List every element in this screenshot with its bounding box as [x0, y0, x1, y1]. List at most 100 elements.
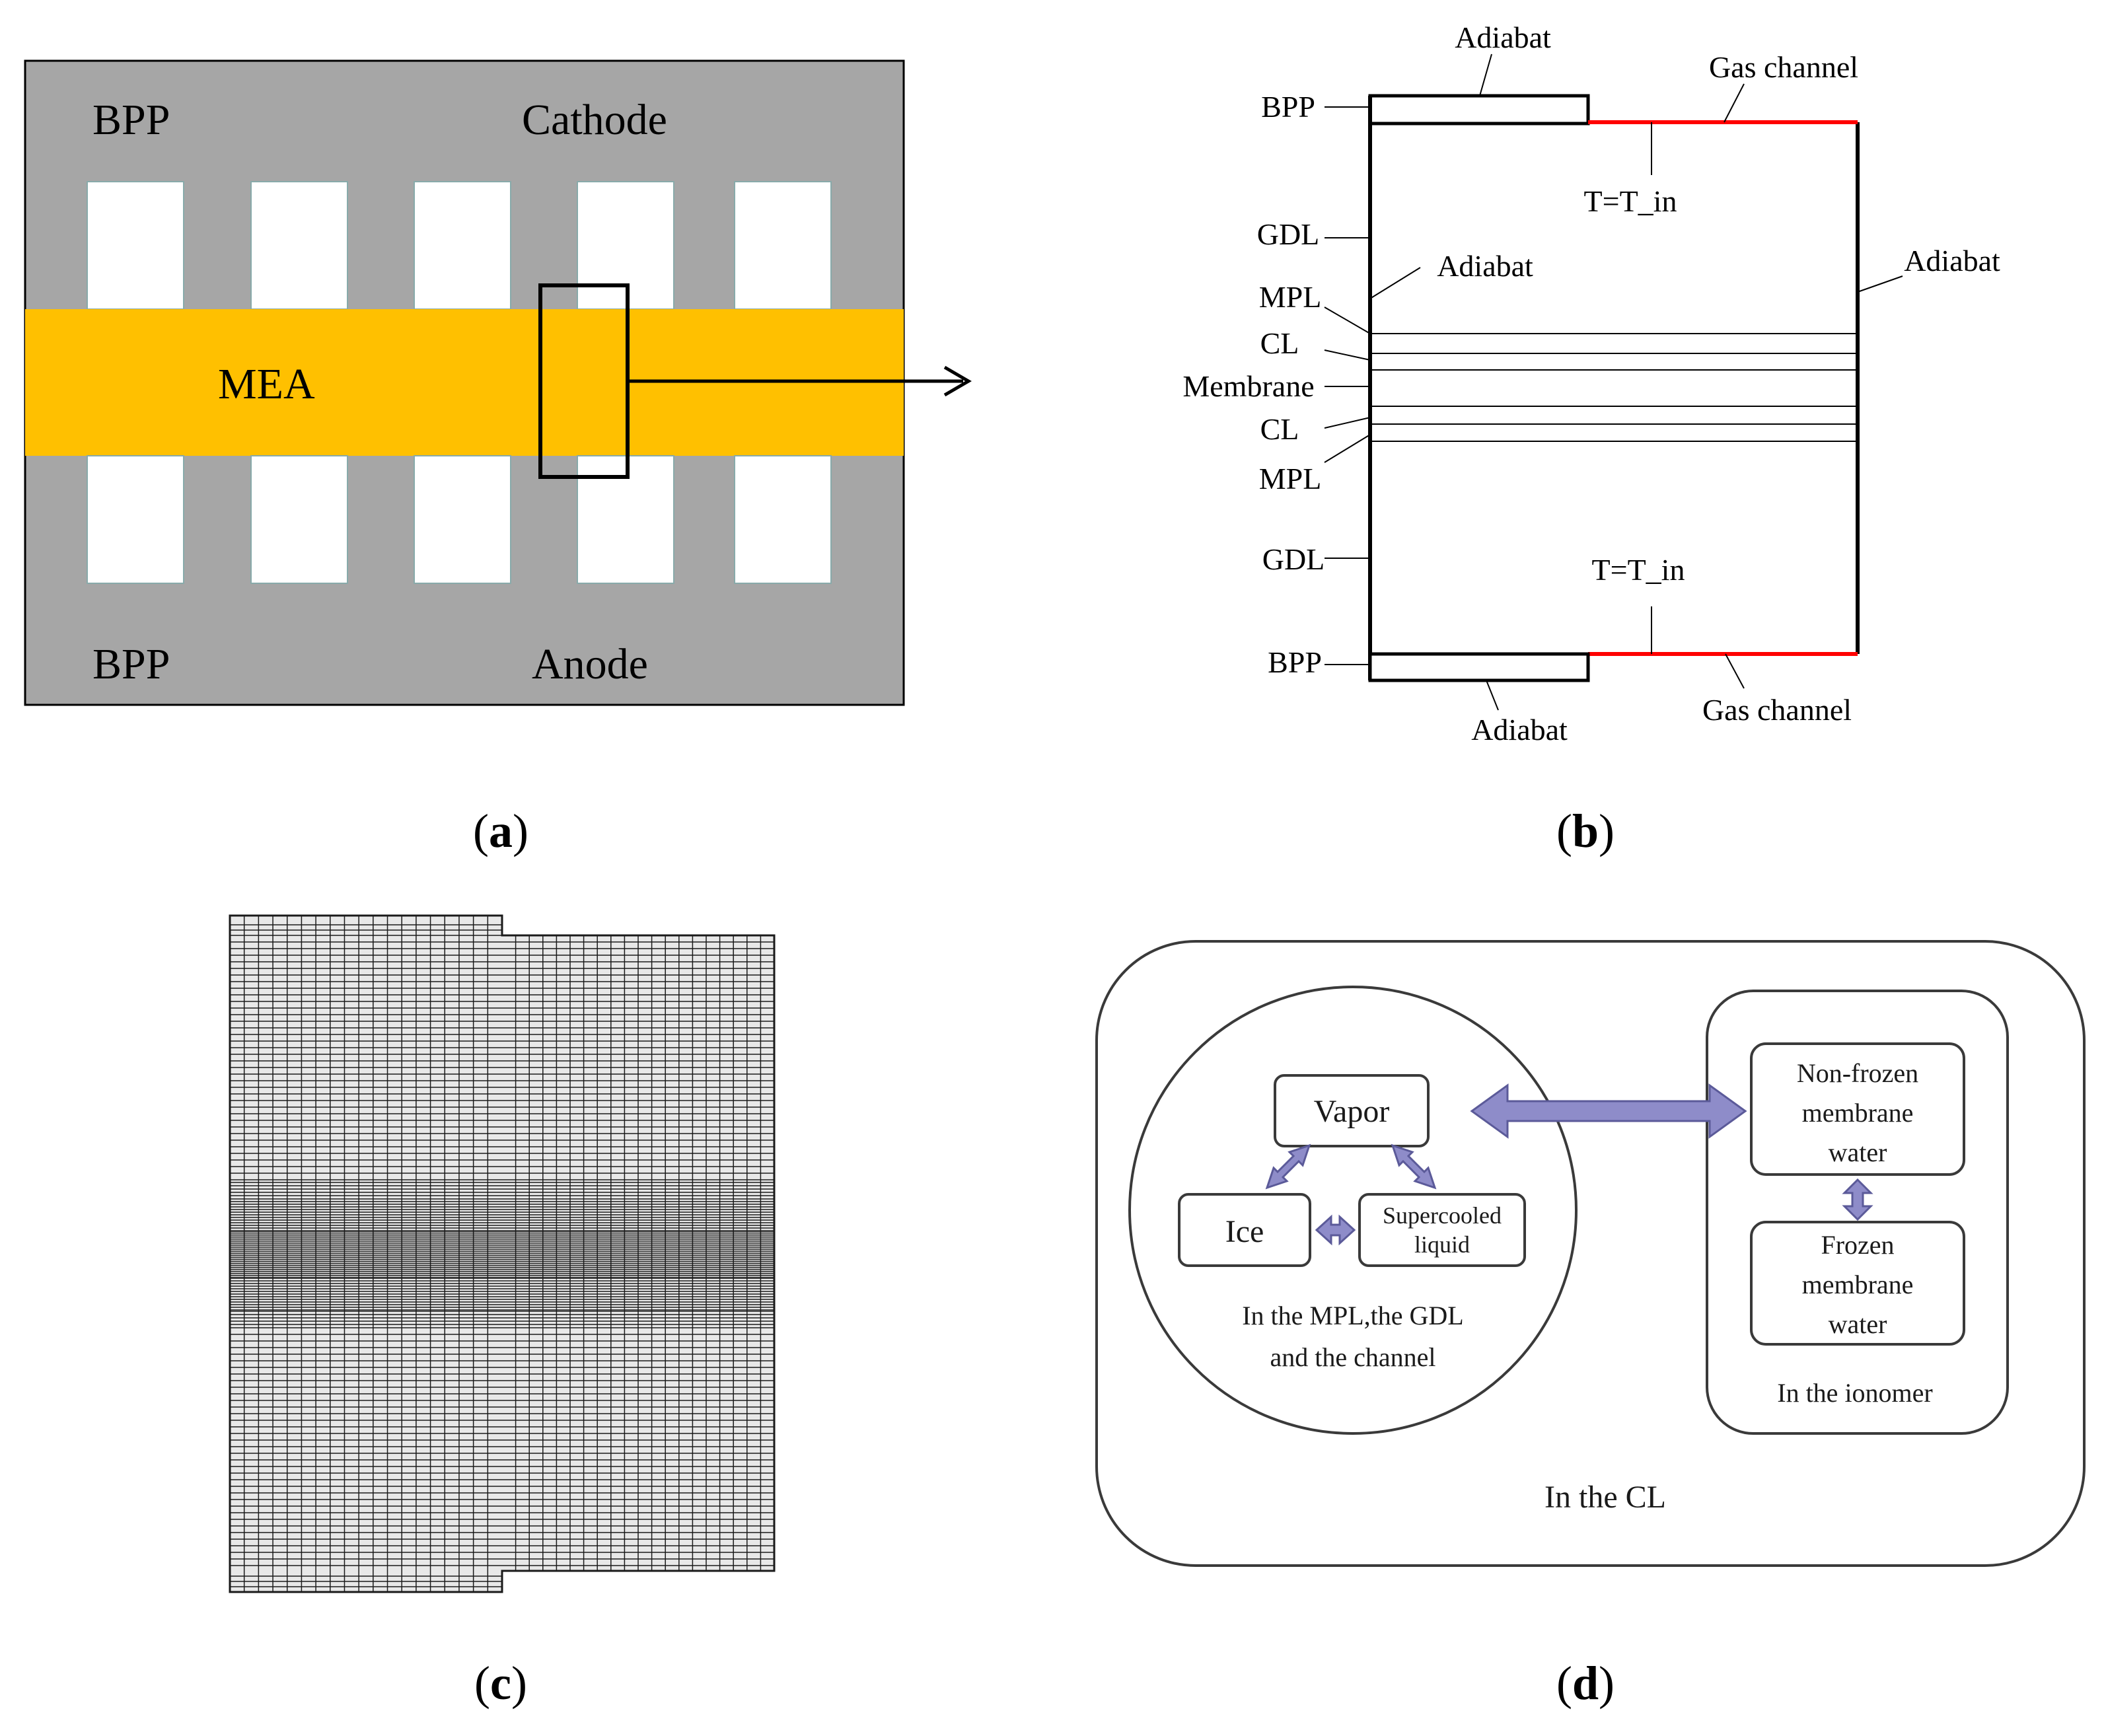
label-nonfrozen-line2: membrane	[1802, 1098, 1914, 1128]
leader-line-6	[1324, 417, 1371, 429]
cathode-gas-channels	[87, 181, 832, 310]
label-bpp-top: BPP	[92, 96, 170, 144]
membrane-water-freezing-arrow	[1842, 1178, 1873, 1221]
label-adiabat-bottom: Adiabat	[1471, 713, 1568, 746]
panel-c-mesh	[229, 914, 776, 1593]
caption-d: (d)	[1556, 1657, 1615, 1710]
cathode-channel-1	[87, 181, 184, 310]
caption-a-close: )	[513, 805, 528, 857]
porous-media-circle	[1128, 986, 1578, 1435]
panel-a-schematic: BPP Cathode MEA BPP Anode	[24, 59, 972, 706]
caption-b: (b)	[1556, 805, 1615, 857]
label-gas-channel-top: Gas channel	[1709, 50, 1858, 84]
label-mpl-bottom: MPL	[1259, 462, 1322, 495]
label-bpp-bottom: BPP	[92, 640, 170, 688]
label-supercooled-line2: liquid	[1414, 1231, 1470, 1258]
leader-line-14	[1857, 275, 1903, 293]
label-mpl-top: MPL	[1259, 280, 1322, 314]
vapor-membrane-water-arrow	[1470, 1083, 1747, 1139]
ice-liquid-arrow	[1315, 1214, 1356, 1246]
caption-c-letter: c	[490, 1657, 511, 1710]
leader-line-17	[1725, 653, 1745, 689]
layer-labels: BPP GDL MPL CL Membrane CL MPL GDL BPP	[1182, 90, 1325, 679]
label-cl-bottom: CL	[1260, 412, 1299, 446]
label-adiabat-top: Adiabat	[1455, 20, 1551, 54]
leader-line-11	[1724, 83, 1745, 123]
anode-channel-5	[734, 455, 832, 584]
bpp-top-land	[1368, 94, 1590, 126]
label-vapor: Vapor	[1314, 1094, 1390, 1129]
label-adiabat-right: Adiabat	[1904, 244, 2000, 277]
caption-b-letter: b	[1572, 805, 1599, 857]
label-frozen-line3: water	[1829, 1309, 1887, 1339]
ice-box	[1178, 1193, 1311, 1267]
label-catalyst-layer: In the CL	[1544, 1480, 1666, 1515]
label-cathode: Cathode	[522, 96, 667, 144]
label-bpp-top: BPP	[1261, 90, 1315, 124]
leader-line-3	[1324, 307, 1371, 334]
label-anode: Anode	[532, 640, 648, 688]
layer-interfaces	[1370, 333, 1858, 442]
label-porous-line2: and the channel	[1270, 1342, 1436, 1372]
label-porous-line1: In the MPL,the GDL	[1242, 1301, 1464, 1330]
caption-a-open: (	[473, 805, 489, 857]
label-ice: Ice	[1225, 1214, 1264, 1249]
cathode-channel-5	[734, 181, 832, 310]
caption-c-open: (	[474, 1657, 490, 1710]
label-t-in-bottom: T=T_in	[1592, 553, 1685, 587]
label-gdl-top: GDL	[1257, 217, 1320, 251]
label-nonfrozen-line1: Non-frozen	[1797, 1058, 1918, 1088]
label-bpp-bottom: BPP	[1268, 645, 1322, 679]
anode-gas-channels	[87, 455, 832, 584]
supercooled-liquid-box	[1358, 1193, 1526, 1267]
leader-line-4	[1324, 349, 1371, 361]
label-mea: MEA	[218, 360, 315, 408]
zoom-arrow-head	[943, 365, 972, 397]
label-t-in-top: T=T_in	[1584, 184, 1677, 218]
caption-a-letter: a	[489, 805, 513, 857]
bpp-bottom-land	[1368, 652, 1590, 682]
panel-b-computational-domain: BPP GDL MPL CL Membrane CL MPL GDL BPP A…	[1182, 20, 2000, 746]
leader-line-7	[1324, 434, 1371, 463]
transfer-arrows	[1265, 1083, 1873, 1246]
label-frozen-line1: Frozen	[1821, 1230, 1894, 1260]
mesh-horizontal-lines	[230, 924, 774, 1587]
vapor-liquid-arrow	[1391, 1143, 1437, 1190]
caption-a: (a)	[473, 805, 528, 857]
panel-captions: (a) (b) (c) (d)	[473, 805, 1615, 1710]
non-frozen-water-box	[1750, 1042, 1965, 1176]
leader-line-10	[1479, 54, 1492, 96]
cathode-channel-2	[250, 181, 348, 310]
ice-vapor-arrow	[1265, 1143, 1311, 1190]
caption-c-close: )	[511, 1657, 527, 1710]
frozen-water-box	[1750, 1221, 1965, 1346]
label-leader-lines	[1324, 54, 1903, 711]
label-frozen-line2: membrane	[1802, 1270, 1914, 1299]
cathode-channel-3	[414, 181, 511, 310]
anode-channel-3	[414, 455, 511, 584]
vapor-box	[1274, 1074, 1430, 1147]
caption-d-letter: d	[1572, 1657, 1599, 1710]
label-supercooled-line1: Supercooled	[1383, 1202, 1502, 1229]
anode-channel-1	[87, 455, 184, 584]
caption-c: (c)	[474, 1657, 527, 1710]
anode-channel-2	[250, 455, 348, 584]
caption-b-close: )	[1599, 805, 1615, 857]
phase-labels: Vapor Ice Supercooled liquid In the MPL,…	[1225, 1058, 1933, 1515]
boundary-condition-labels: Adiabat Gas channel T=T_in Adiabat Adiab…	[1437, 20, 2000, 746]
label-gas-channel-bottom: Gas channel	[1702, 693, 1852, 727]
label-adiabat-left: Adiabat	[1437, 249, 1533, 283]
caption-d-close: )	[1599, 1657, 1615, 1710]
label-nonfrozen-line3: water	[1829, 1138, 1887, 1167]
label-gdl-bottom: GDL	[1262, 542, 1325, 576]
leader-line-16	[1486, 680, 1499, 711]
caption-b-open: (	[1556, 805, 1572, 857]
leader-line-13	[1369, 267, 1421, 299]
panel-d-phase-transfer: Vapor Ice Supercooled liquid In the MPL,…	[1095, 940, 2086, 1567]
caption-d-open: (	[1556, 1657, 1572, 1710]
label-membrane: Membrane	[1182, 369, 1314, 403]
label-cl-top: CL	[1260, 326, 1299, 360]
label-ionomer: In the ionomer	[1777, 1378, 1933, 1408]
